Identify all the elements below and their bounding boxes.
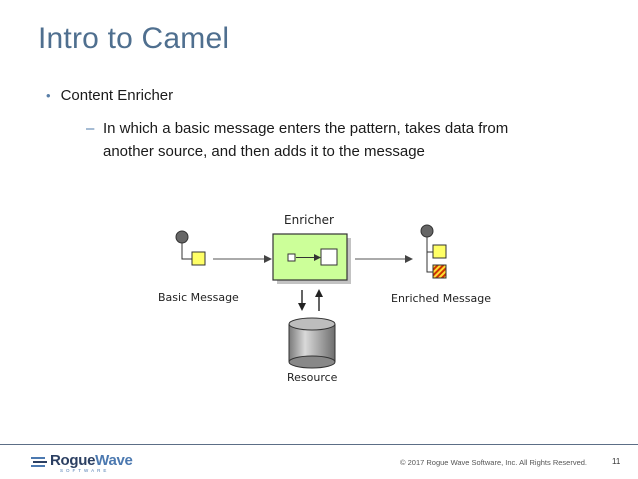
- basic-message-label: Basic Message: [158, 291, 239, 304]
- enricher-label: Enricher: [284, 213, 334, 227]
- bullet-dot-icon: •: [46, 88, 51, 103]
- page-number: 11: [612, 457, 621, 466]
- sub-bullet-text: In which a basic message enters the patt…: [103, 120, 509, 160]
- content-enricher-diagram: [175, 224, 447, 369]
- logo-subtitle: SOFTWARE: [60, 468, 110, 473]
- roguewave-logo: RogueWave SOFTWARE: [30, 452, 133, 474]
- enriched-message-icon: [420, 224, 447, 279]
- enricher-box: [272, 233, 351, 284]
- resource-exchange-arrows: [298, 289, 323, 311]
- logo-text-rogue: Rogue: [50, 452, 96, 469]
- roguewave-logo-icon: [31, 457, 47, 467]
- enriched-message-label: Enriched Message: [391, 292, 491, 305]
- resource-label: Resource: [287, 371, 338, 384]
- footer-divider: [0, 444, 638, 445]
- arrow-out-of-enricher: [355, 255, 413, 263]
- resource-database-icon: [288, 317, 336, 369]
- copyright-text: © 2017 Rogue Wave Software, Inc. All Rig…: [400, 458, 588, 467]
- roguewave-logo-wordmark: RogueWave: [50, 452, 133, 469]
- bullet-1-text: Content Enricher: [60, 87, 174, 104]
- arrow-into-enricher: [213, 255, 272, 263]
- sub-bullet-dash: –: [86, 120, 95, 137]
- logo-text-wave: Wave: [95, 452, 133, 469]
- sub-bullet-description: – In which a basic message enters the pa…: [86, 117, 546, 163]
- bullet-content-enricher: • Content Enricher: [46, 87, 173, 104]
- slide-title: Intro to Camel: [38, 22, 230, 55]
- basic-message-icon: [175, 230, 206, 266]
